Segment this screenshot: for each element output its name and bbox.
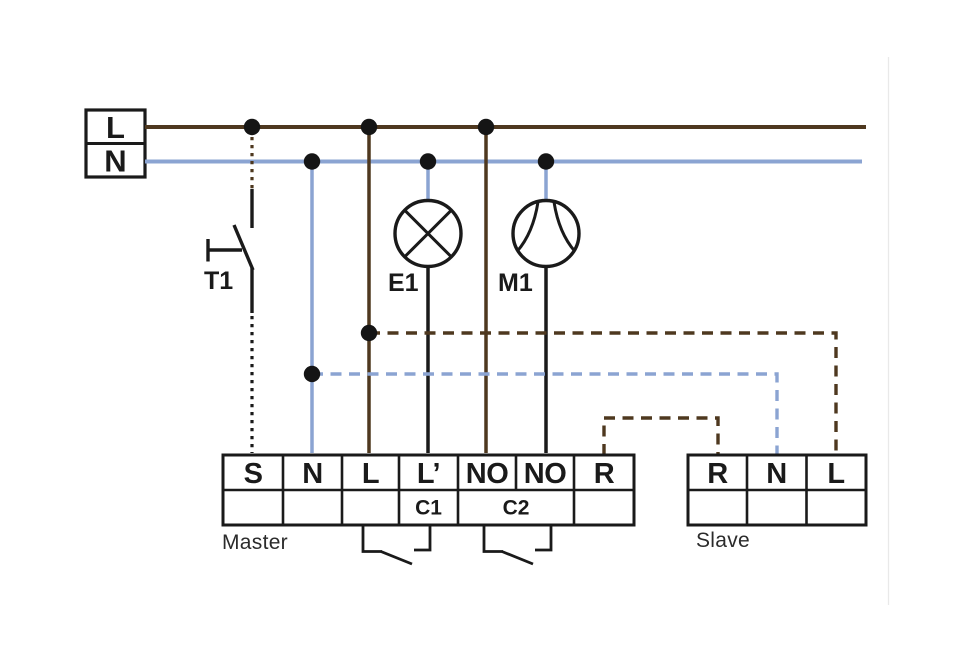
contact-c2-right-lead — [535, 525, 553, 552]
motor-blade-right — [552, 201, 577, 253]
junction-dot — [243, 118, 261, 136]
switch-icon — [206, 189, 255, 313]
master-terminal-l-prime: L’ — [417, 458, 440, 490]
motor-label: M1 — [498, 269, 533, 297]
contact-c2-icon — [482, 525, 553, 566]
switch-label: T1 — [204, 267, 233, 295]
lamp-cross — [403, 209, 453, 258]
motor-circle — [511, 198, 581, 269]
contact-c2-left-lead — [482, 525, 503, 553]
contact-c1-blade — [380, 550, 413, 566]
motor-blade-left — [515, 201, 540, 253]
master-caption: Master — [222, 531, 288, 554]
junction-dot — [360, 324, 378, 342]
master-terminal-n: N — [302, 458, 322, 490]
junction-dot — [360, 118, 378, 136]
junction-dot — [477, 118, 495, 136]
master-terminal-block: S N L L’ NO NO R C1 C2 — [221, 453, 636, 527]
slave-terminal-n: N — [766, 458, 786, 490]
motor-icon — [511, 198, 581, 269]
supply-terminal-box: L N — [84, 108, 147, 179]
contact-c1-right-lead — [414, 525, 432, 552]
master-terminal-r: R — [594, 458, 615, 490]
junction-dot — [419, 153, 437, 170]
slave-terminal-l: L — [827, 458, 844, 490]
supply-neutral-label: N — [104, 144, 126, 179]
lamp-label: E1 — [388, 269, 419, 297]
junction-dot — [303, 153, 321, 170]
r-dashed-link-master-to-slave — [602, 416, 720, 455]
slave-terminal-r: R — [707, 458, 728, 490]
contact-c1-icon — [361, 525, 432, 566]
contact-c2-label: C2 — [503, 497, 530, 520]
junction-dot — [303, 365, 321, 383]
supply-live-label: L — [106, 110, 125, 145]
neutral-dashed-link-to-slave-n — [312, 372, 779, 455]
lamp-icon — [393, 198, 463, 269]
contact-c1-label: C1 — [415, 497, 442, 520]
junction-dots — [243, 118, 555, 383]
slave-caption: Slave — [696, 529, 750, 552]
junction-dot — [537, 153, 555, 170]
master-terminal-s: S — [244, 458, 263, 490]
live-dashed-link-to-slave-l — [369, 331, 838, 455]
slave-terminal-block: R N L — [686, 453, 868, 527]
master-terminal-no1: NO — [466, 458, 509, 490]
switch-blade — [232, 224, 255, 271]
contact-c1-left-lead — [361, 525, 382, 553]
master-terminal-l: L — [362, 458, 379, 490]
contact-c2-blade — [501, 550, 534, 566]
master-terminal-no2: NO — [524, 458, 567, 490]
